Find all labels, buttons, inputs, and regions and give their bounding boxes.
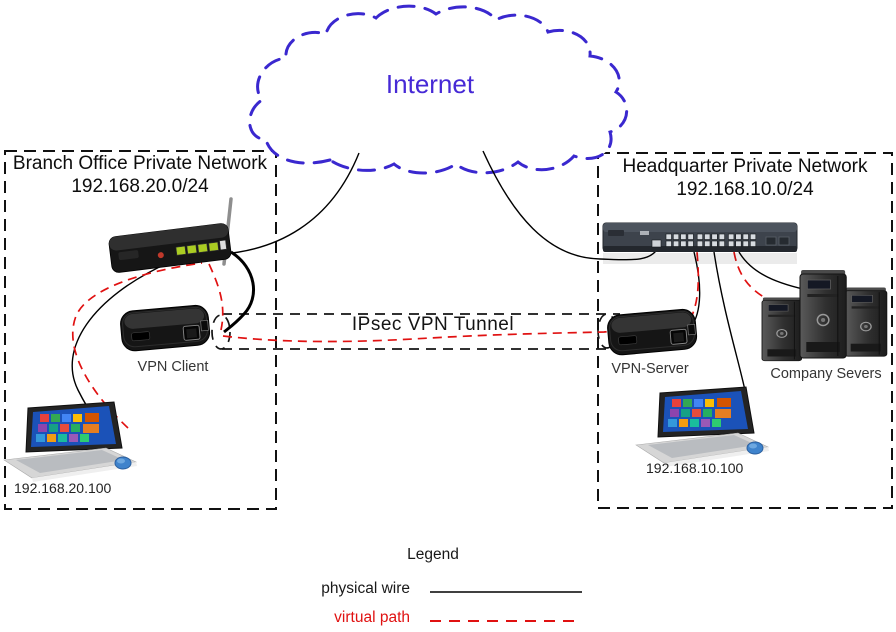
server-tower-right	[844, 286, 888, 357]
headquarter-subnet: 192.168.10.0/24	[676, 179, 814, 200]
branch-laptop-ip: 192.168.20.100	[14, 480, 112, 496]
company-servers-label: Company Severs	[770, 366, 882, 382]
vpath-router-to-vpn-client	[208, 263, 224, 331]
internet-label: Internet	[385, 69, 475, 99]
branch-subnet: 192.168.20.0/24	[71, 176, 209, 197]
wireless-router	[108, 197, 233, 273]
branch-network-boundary	[4, 150, 277, 510]
vpn-server-device	[606, 307, 699, 357]
wire-router-to-cloud	[221, 152, 360, 255]
ipsec-tunnel-label: IPsec VPN Tunnel	[351, 314, 515, 335]
internet-cloud-icon	[248, 4, 628, 175]
switch-ports	[665, 233, 790, 247]
company-servers	[761, 269, 888, 362]
legend-virtual-label: virtual path	[334, 609, 410, 626]
headquarter-title: Headquarter Private Network	[622, 156, 868, 177]
switch-24port	[602, 222, 798, 264]
vpath-through-tunnel	[222, 321, 691, 343]
server-tower-left	[761, 296, 803, 362]
server-tower-middle	[799, 269, 847, 359]
branch-laptop	[3, 401, 138, 483]
wire-cloud-to-switch	[482, 150, 659, 261]
vpath-switch-to-servers	[733, 251, 807, 314]
wire-router-to-vpn-client	[223, 250, 256, 334]
vpn-client-device	[119, 303, 212, 353]
legend-title: Legend	[407, 546, 459, 563]
headquarter-laptop-ip: 192.168.10.100	[646, 460, 744, 476]
vpn-server-label: VPN-Server	[611, 361, 689, 377]
headquarter-laptop	[635, 386, 770, 468]
branch-title: Branch Office Private Network	[12, 153, 268, 174]
vpn-client-label: VPN Client	[137, 359, 209, 375]
legend-physical-label: physical wire	[321, 580, 410, 597]
